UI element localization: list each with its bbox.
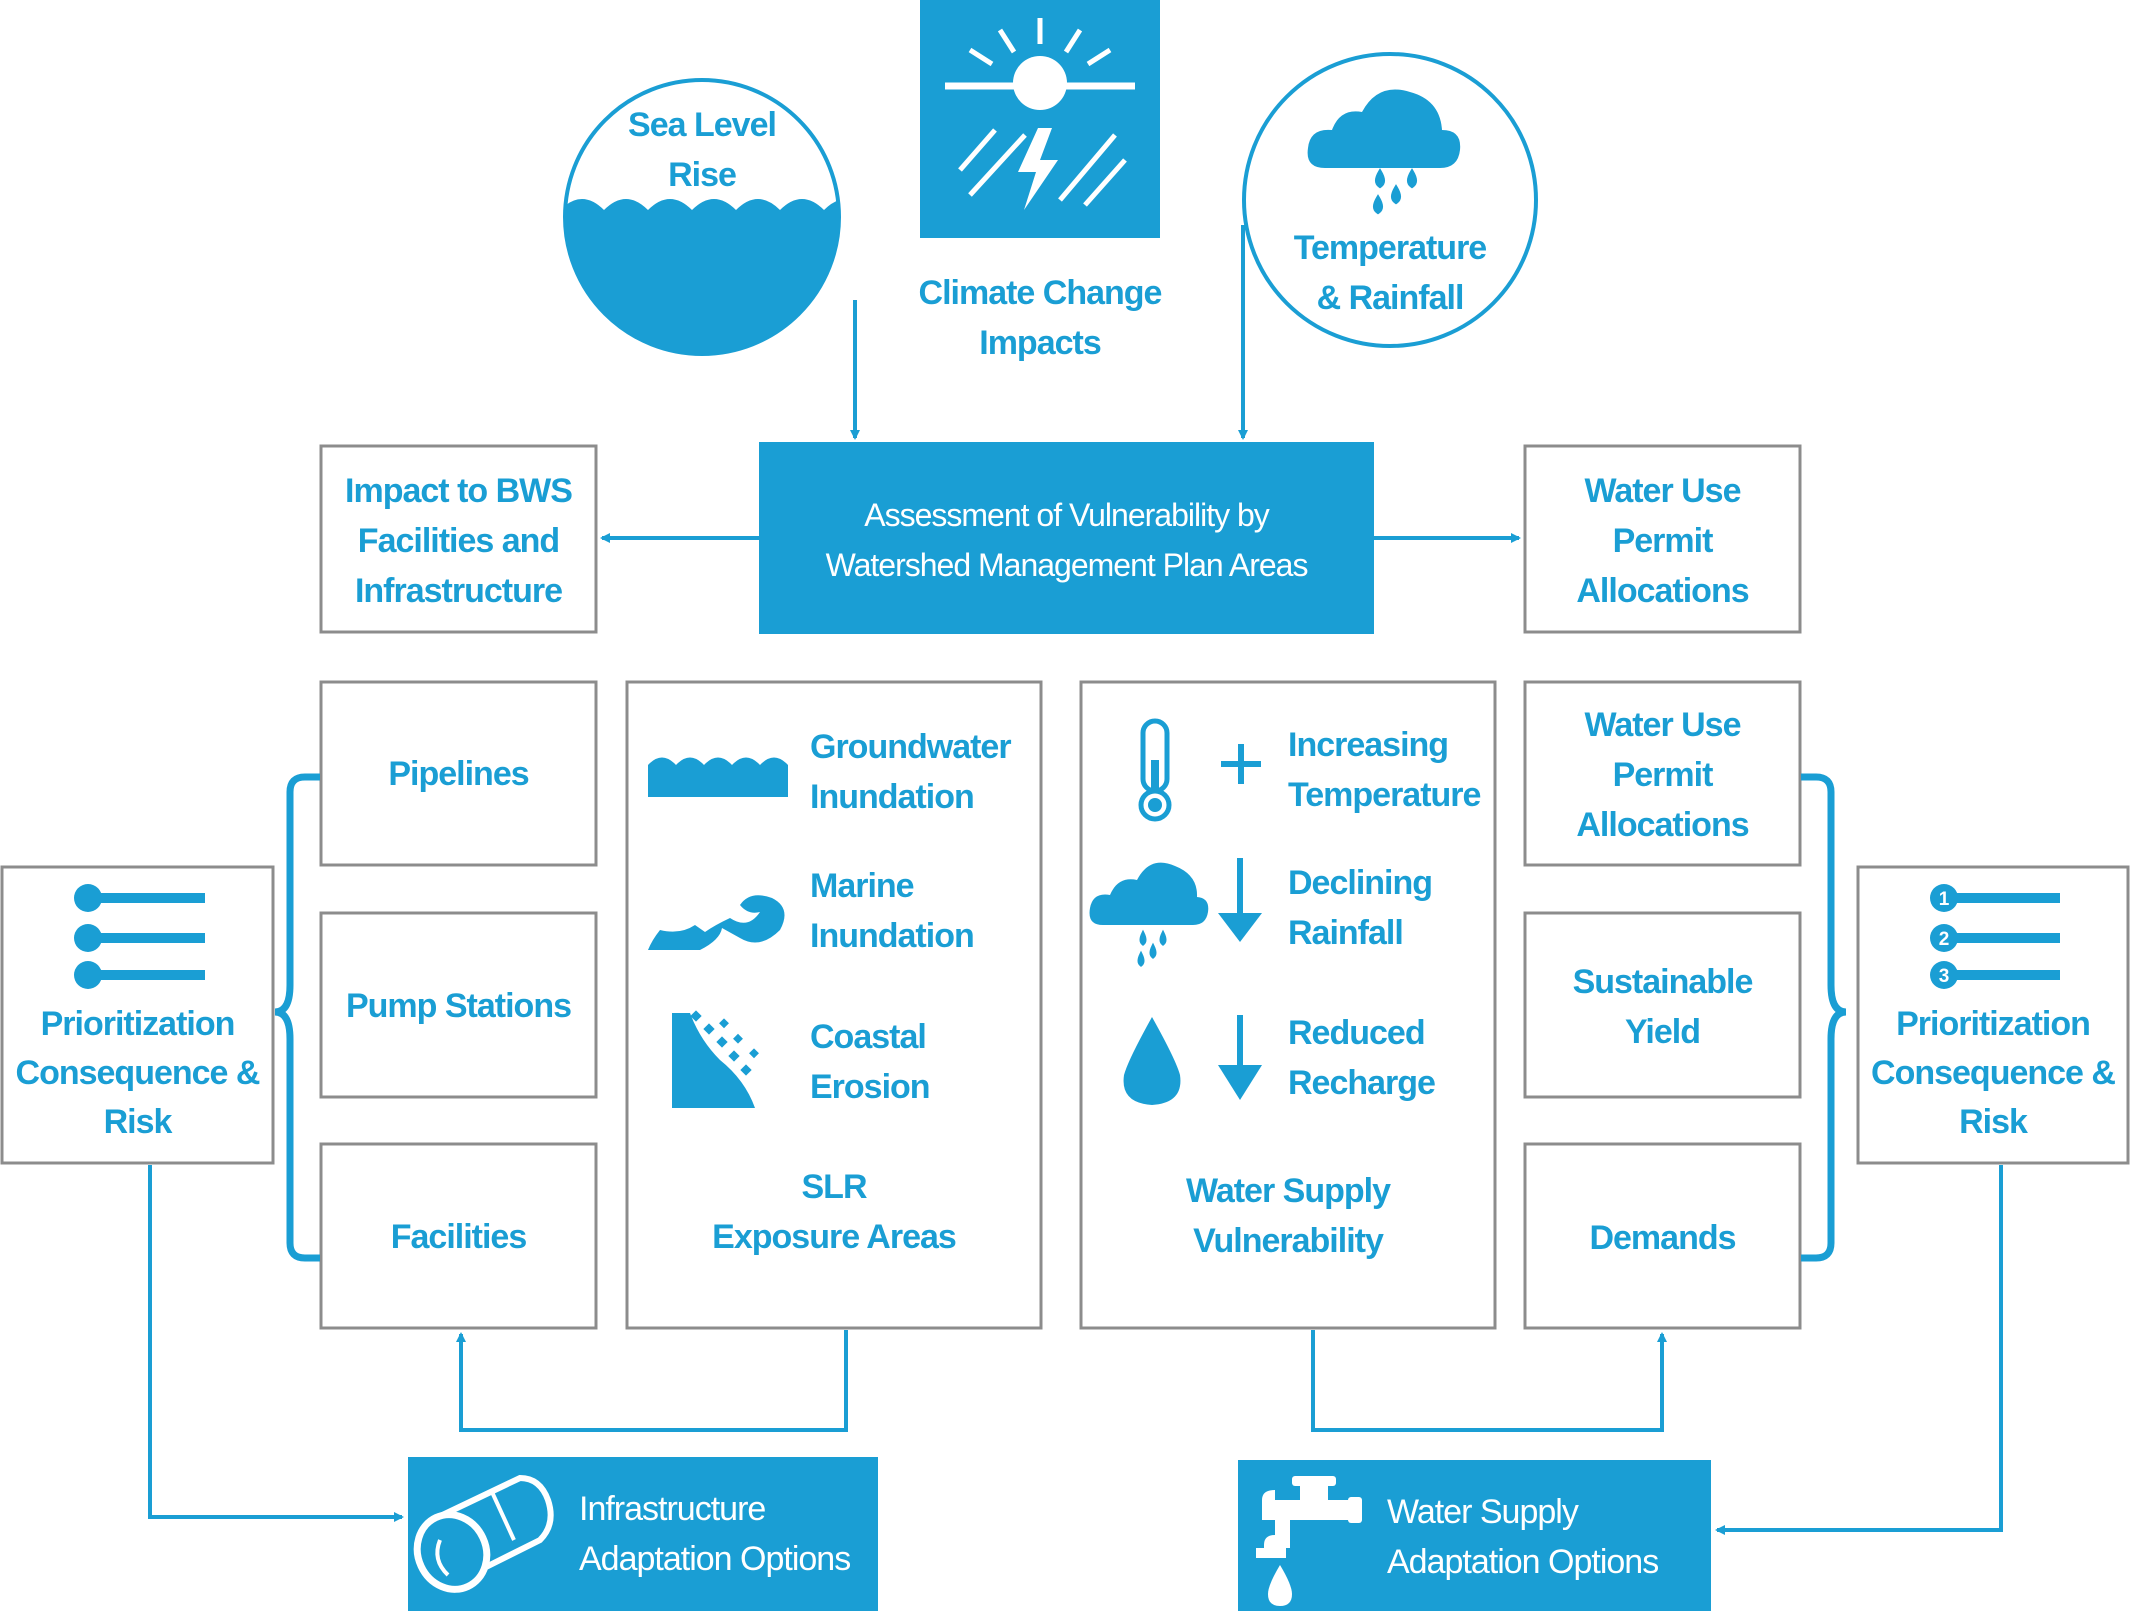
water-drop-icon xyxy=(1123,1017,1181,1105)
connectors xyxy=(148,225,2003,1535)
assessment-box xyxy=(759,442,1374,634)
permit-box xyxy=(1523,680,1802,867)
left-brace xyxy=(274,773,320,1262)
demands-box xyxy=(1523,1142,1802,1330)
facilities-box xyxy=(319,1142,598,1330)
sea-wave-icon xyxy=(565,199,839,354)
cloud-rain-icon xyxy=(1089,862,1209,967)
infra-adapt-box xyxy=(408,1457,878,1611)
impact-box xyxy=(319,444,598,634)
sun-storm-icon xyxy=(945,18,1135,210)
vuln-to-demands-arrow xyxy=(1311,1330,1667,1432)
temperature-rainfall-label: Temperature& Rainfall xyxy=(1293,229,1487,317)
faucet-icon xyxy=(1256,1476,1362,1606)
numbered-list-icon: 1 2 3 xyxy=(1930,884,2060,989)
bullet-list-icon xyxy=(74,884,205,989)
pipelines-box xyxy=(319,680,598,867)
rank-3: 3 xyxy=(1939,966,1950,987)
pipe-icon xyxy=(413,1474,554,1593)
rank-2: 2 xyxy=(1939,929,1950,950)
permit-top-box xyxy=(1523,444,1802,634)
yield-box xyxy=(1523,911,1802,1099)
pump-stations-box xyxy=(319,911,598,1099)
left-prior-to-infra-arrow xyxy=(148,1165,404,1522)
down-arrow-icon xyxy=(1218,1015,1262,1100)
right-brace xyxy=(1801,773,1847,1262)
climate-icon-box xyxy=(920,0,1160,238)
thermometer-icon xyxy=(1138,718,1172,822)
plus-icon xyxy=(1221,744,1261,784)
demands-label: Demands xyxy=(1589,1219,1736,1257)
prioritization-left-box xyxy=(0,865,275,1165)
rank-1: 1 xyxy=(1939,889,1950,910)
right-prior-to-supply-arrow xyxy=(1715,1165,2003,1535)
slr-to-facilities-arrow xyxy=(456,1330,848,1432)
prioritization-right-box xyxy=(1856,865,2130,1165)
coastal-erosion-icon xyxy=(672,1010,759,1108)
rain-cloud-icon xyxy=(1307,89,1461,215)
temperature-circle xyxy=(1242,52,1538,348)
groundwater-wave-icon xyxy=(648,757,788,797)
pipelines-label: Pipelines xyxy=(388,755,529,793)
facilities-label: Facilities xyxy=(390,1218,528,1256)
down-arrow-icon xyxy=(1218,858,1262,942)
marine-wave-icon xyxy=(648,895,785,950)
pump-stations-label: Pump Stations xyxy=(345,987,572,1025)
